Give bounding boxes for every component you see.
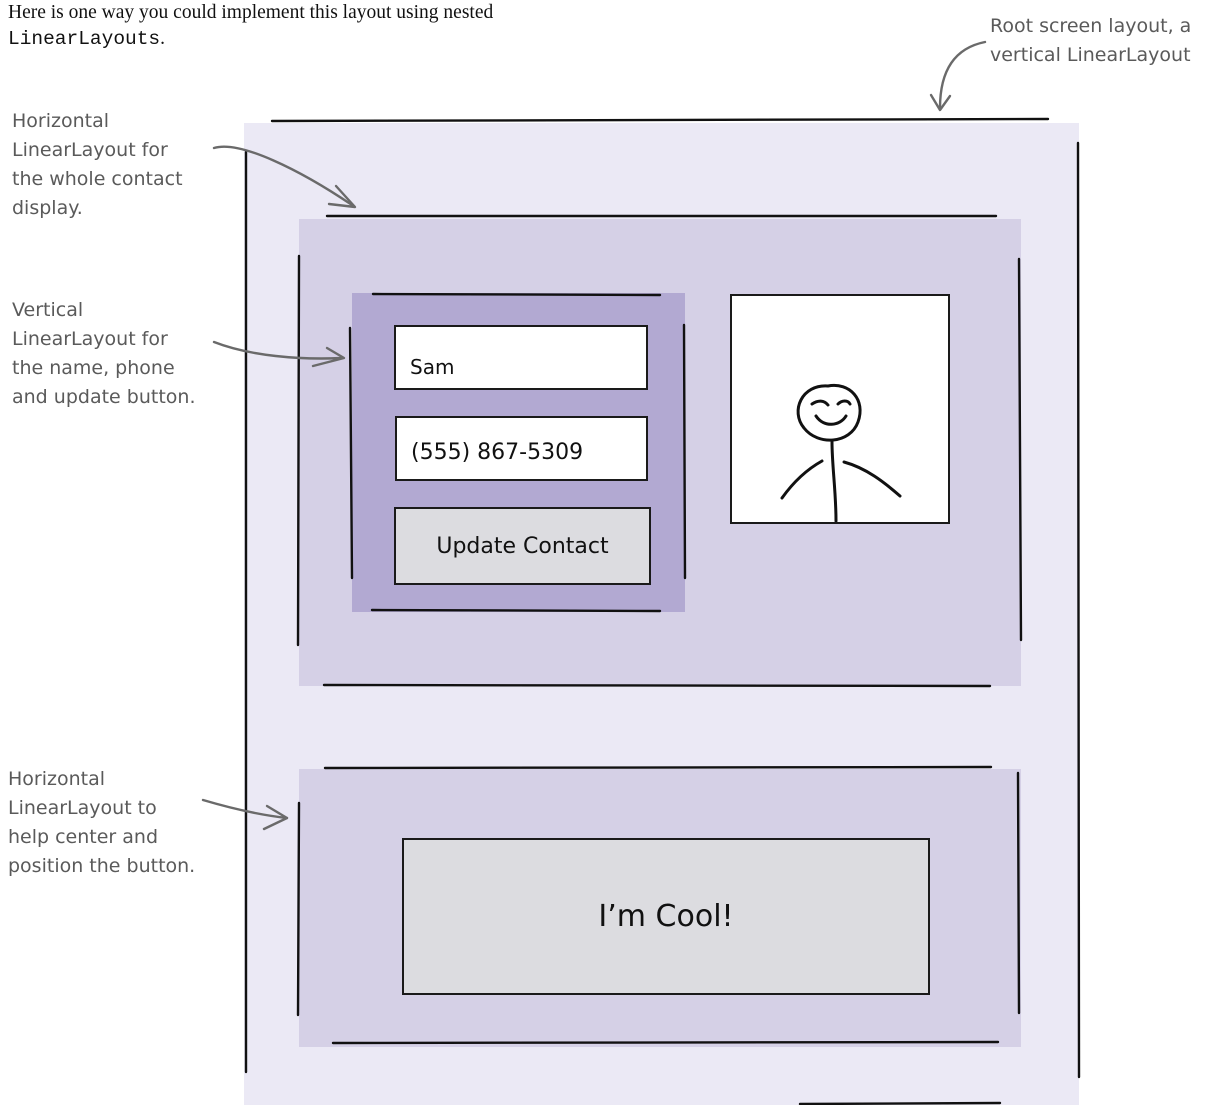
annotation-contact-layout: Horizontal LinearLayout for the whole co… bbox=[12, 107, 222, 223]
contact-photo bbox=[730, 294, 950, 524]
intro-sentence: Here is one way you could implement this… bbox=[8, 2, 493, 23]
intro-period: . bbox=[160, 28, 165, 49]
update-contact-button[interactable]: Update Contact bbox=[394, 507, 651, 585]
im-cool-label: I’m Cool! bbox=[598, 899, 733, 934]
name-field[interactable]: Sam bbox=[394, 325, 648, 390]
name-value: Sam bbox=[410, 355, 454, 379]
annotation-root-layout: Root screen layout, a vertical LinearLay… bbox=[990, 12, 1222, 70]
annotation-button-layout: Horizontal LinearLayout to help center a… bbox=[8, 765, 223, 881]
intro-code: LinearLayouts bbox=[8, 28, 160, 50]
annotation-fields-layout: Vertical LinearLayout for the name, phon… bbox=[12, 296, 222, 412]
phone-value: (555) 867-5309 bbox=[411, 440, 583, 465]
im-cool-button[interactable]: I’m Cool! bbox=[402, 838, 930, 995]
phone-field[interactable]: (555) 867-5309 bbox=[395, 416, 648, 481]
update-contact-label: Update Contact bbox=[436, 534, 608, 559]
stick-figure-icon bbox=[732, 296, 948, 522]
intro-text: Here is one way you could implement this… bbox=[8, 0, 708, 52]
